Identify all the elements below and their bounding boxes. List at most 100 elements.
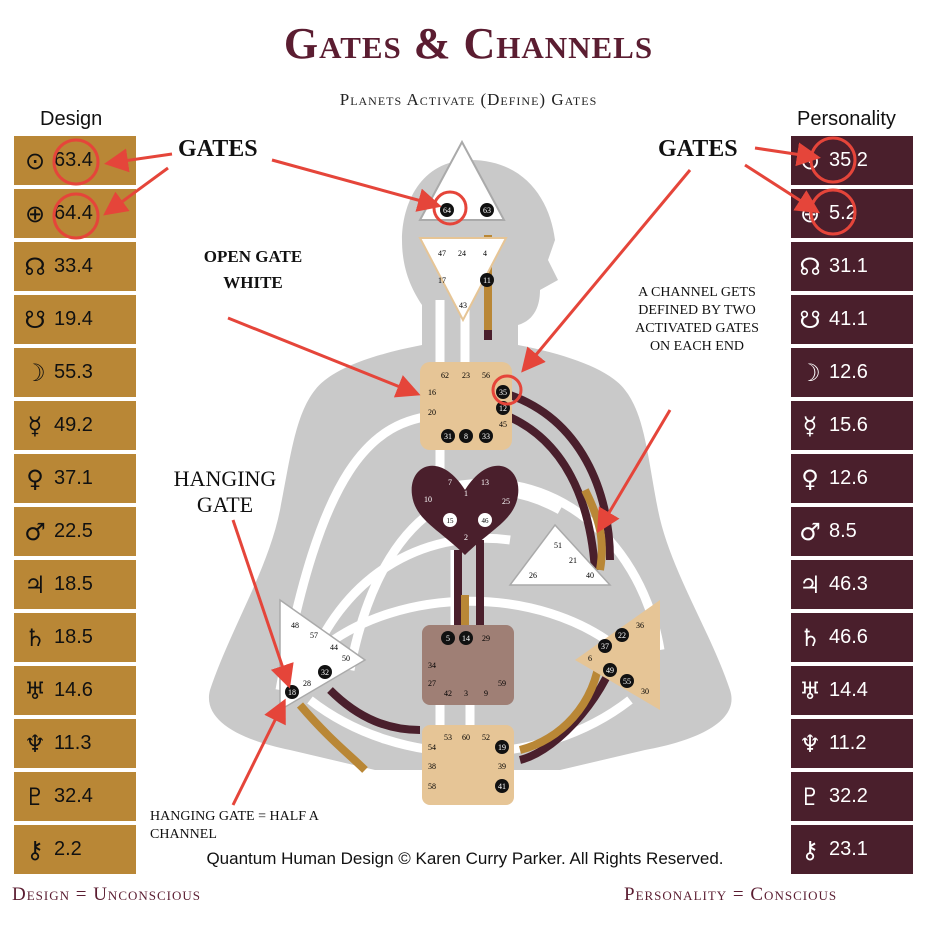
sun-icon: ⊙ [24, 146, 46, 175]
personality-row-value: 14.4 [829, 679, 868, 701]
svg-text:31: 31 [444, 432, 452, 441]
channel-label: A CHANNEL GETS DEFINED BY TWO ACTIVATED … [635, 285, 759, 354]
svg-text:34: 34 [428, 661, 436, 670]
svg-text:45: 45 [499, 420, 507, 429]
design-row: ☋19.4 [14, 295, 136, 344]
saturn-icon: ♄ [24, 623, 46, 652]
svg-text:16: 16 [428, 388, 436, 397]
svg-text:60: 60 [462, 733, 470, 742]
personality-column: ⊙35.2⊕5.2☊31.1☋41.1☽12.6☿15.6♀12.6♂8.5♃4… [791, 136, 913, 878]
svg-text:32: 32 [321, 668, 329, 677]
svg-text:5: 5 [446, 634, 450, 643]
svg-text:55: 55 [623, 677, 631, 686]
svg-text:10: 10 [424, 495, 432, 504]
hanging-gate-label: HANGING GATE [173, 466, 277, 517]
svg-text:63: 63 [483, 206, 491, 215]
personality-row: ♀12.6 [791, 454, 913, 503]
north-node-icon: ☊ [799, 252, 821, 281]
chiron-icon: ⚷ [26, 835, 44, 864]
svg-text:41: 41 [498, 782, 506, 791]
sacral-center [422, 625, 514, 705]
svg-text:58: 58 [428, 782, 436, 791]
svg-text:42: 42 [444, 689, 452, 698]
personality-row: ♄46.6 [791, 613, 913, 662]
moon-icon: ☽ [24, 358, 46, 387]
svg-text:24: 24 [458, 249, 466, 258]
svg-text:7: 7 [448, 478, 452, 487]
svg-text:11: 11 [483, 276, 491, 285]
svg-text:46: 46 [482, 517, 490, 525]
design-row-value: 32.4 [54, 785, 93, 807]
hanging-half-label: HANGING GATE = HALF A CHANNEL [150, 809, 319, 842]
svg-text:54: 54 [428, 743, 436, 752]
personality-row-value: 31.1 [829, 255, 868, 277]
svg-text:39: 39 [498, 762, 506, 771]
svg-text:52: 52 [482, 733, 490, 742]
svg-text:17: 17 [438, 276, 446, 285]
personality-row: ♃46.3 [791, 560, 913, 609]
design-row: ♅14.6 [14, 666, 136, 715]
page-title: Gates & Channels [283, 19, 654, 68]
svg-text:27: 27 [428, 679, 436, 688]
svg-text:14: 14 [462, 634, 470, 643]
throat-center [420, 362, 512, 450]
personality-row: ⊕5.2 [791, 189, 913, 238]
personality-row: ☋41.1 [791, 295, 913, 344]
svg-text:51: 51 [554, 541, 562, 550]
open-gate-label: OPEN GATE WHITE [203, 247, 303, 292]
svg-text:18: 18 [288, 688, 296, 697]
svg-text:2: 2 [464, 533, 468, 542]
design-row-value: 37.1 [54, 467, 93, 489]
design-row: ⊕64.4 [14, 189, 136, 238]
design-row-value: 55.3 [54, 361, 93, 383]
personality-heading: Personality [797, 108, 896, 130]
svg-text:12: 12 [499, 404, 507, 413]
design-row-value: 11.3 [54, 732, 92, 754]
personality-row-value: 5.2 [829, 202, 857, 224]
svg-text:44: 44 [330, 643, 338, 652]
design-column: ⊙63.4⊕64.4☊33.4☋19.4☽55.3☿49.2♀37.1♂22.5… [14, 136, 136, 878]
chiron-icon: ⚷ [801, 835, 819, 864]
design-row: ♄18.5 [14, 613, 136, 662]
personality-row: ☊ 31.1 [791, 242, 913, 291]
personality-row-value: 11.2 [829, 732, 867, 754]
svg-text:56: 56 [482, 371, 490, 380]
personality-footer: Personality = Conscious [624, 884, 838, 905]
personality-row-value: 23.1 [829, 838, 868, 860]
gates-label-right: GATES [658, 136, 738, 162]
neptune-icon: ♆ [799, 729, 821, 758]
svg-text:6: 6 [588, 654, 592, 663]
svg-text:1: 1 [464, 489, 468, 498]
svg-text:28: 28 [303, 679, 311, 688]
heart-center [508, 523, 612, 586]
personality-row-value: 46.3 [829, 573, 868, 595]
mercury-icon: ☿ [27, 411, 43, 440]
jupiter-icon: ♃ [24, 570, 46, 599]
personality-row: ☽ 12.6 [791, 348, 913, 397]
svg-text:23: 23 [462, 371, 470, 380]
saturn-icon: ♄ [799, 623, 821, 652]
svg-text:47: 47 [438, 249, 446, 258]
svg-text:53: 53 [444, 733, 452, 742]
personality-row-value: 12.6 [829, 361, 868, 383]
svg-text:33: 33 [482, 432, 490, 441]
svg-text:59: 59 [498, 679, 506, 688]
personality-row-value: 15.6 [829, 414, 868, 436]
svg-text:30: 30 [641, 687, 649, 696]
svg-text:25: 25 [502, 497, 510, 506]
design-row: ⊙63.4 [14, 136, 136, 185]
pluto-icon: ♇ [799, 782, 821, 811]
design-row-value: 33.4 [54, 255, 93, 277]
neptune-icon: ♆ [24, 729, 46, 758]
design-row: ♀37.1 [14, 454, 136, 503]
personality-row: ♆ 11.2 [791, 719, 913, 768]
svg-text:48: 48 [291, 621, 299, 630]
design-row: ♃18.5 [14, 560, 136, 609]
design-footer: Design = Unconscious [12, 884, 202, 905]
svg-text:21: 21 [569, 556, 577, 565]
design-row-value: 64.4 [54, 202, 93, 224]
svg-text:13: 13 [481, 478, 489, 487]
mars-icon: ♂ [24, 517, 46, 546]
moon-icon: ☽ [799, 358, 821, 387]
copyright-text: Quantum Human Design © Karen Curry Parke… [206, 849, 724, 868]
